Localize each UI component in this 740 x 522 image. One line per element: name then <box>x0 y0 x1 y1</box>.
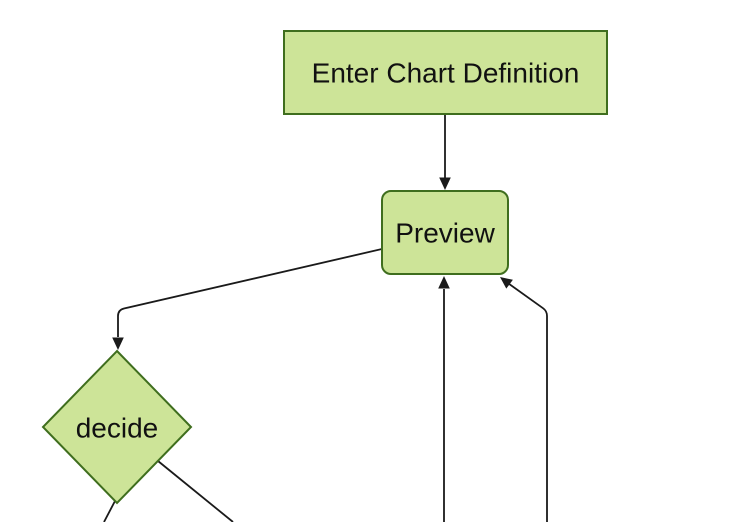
arrowhead-down-icon <box>112 337 124 350</box>
edge-bottom-right-to-preview-line <box>507 282 548 522</box>
preview-rounded-rectangle <box>381 190 509 275</box>
decide-diamond <box>41 349 193 505</box>
edge-enter-to-preview <box>439 114 451 190</box>
enter-chart-definition-rectangle <box>283 30 608 115</box>
enter-chart-definition-label: Enter Chart Definition <box>312 58 580 89</box>
edge-bottom-right-to-preview <box>500 277 548 522</box>
arrowhead-down-icon <box>439 177 451 190</box>
node-enter-chart-definition: Enter Chart Definition <box>283 30 608 115</box>
edge-decide-to-bottom-right-line <box>157 460 234 522</box>
preview-label: Preview <box>395 218 495 249</box>
node-preview: Preview <box>381 190 509 275</box>
node-decide: decide <box>41 349 193 505</box>
decide-label: decide <box>76 413 159 444</box>
arrowhead-up-left-icon <box>500 277 513 289</box>
edge-decide-to-bottom-left-line <box>103 500 116 522</box>
arrowhead-up-icon <box>438 276 450 289</box>
edge-preview-to-decide <box>112 248 383 350</box>
edge-preview-to-decide-line <box>117 248 383 337</box>
edge-bottom-to-preview <box>438 276 450 522</box>
